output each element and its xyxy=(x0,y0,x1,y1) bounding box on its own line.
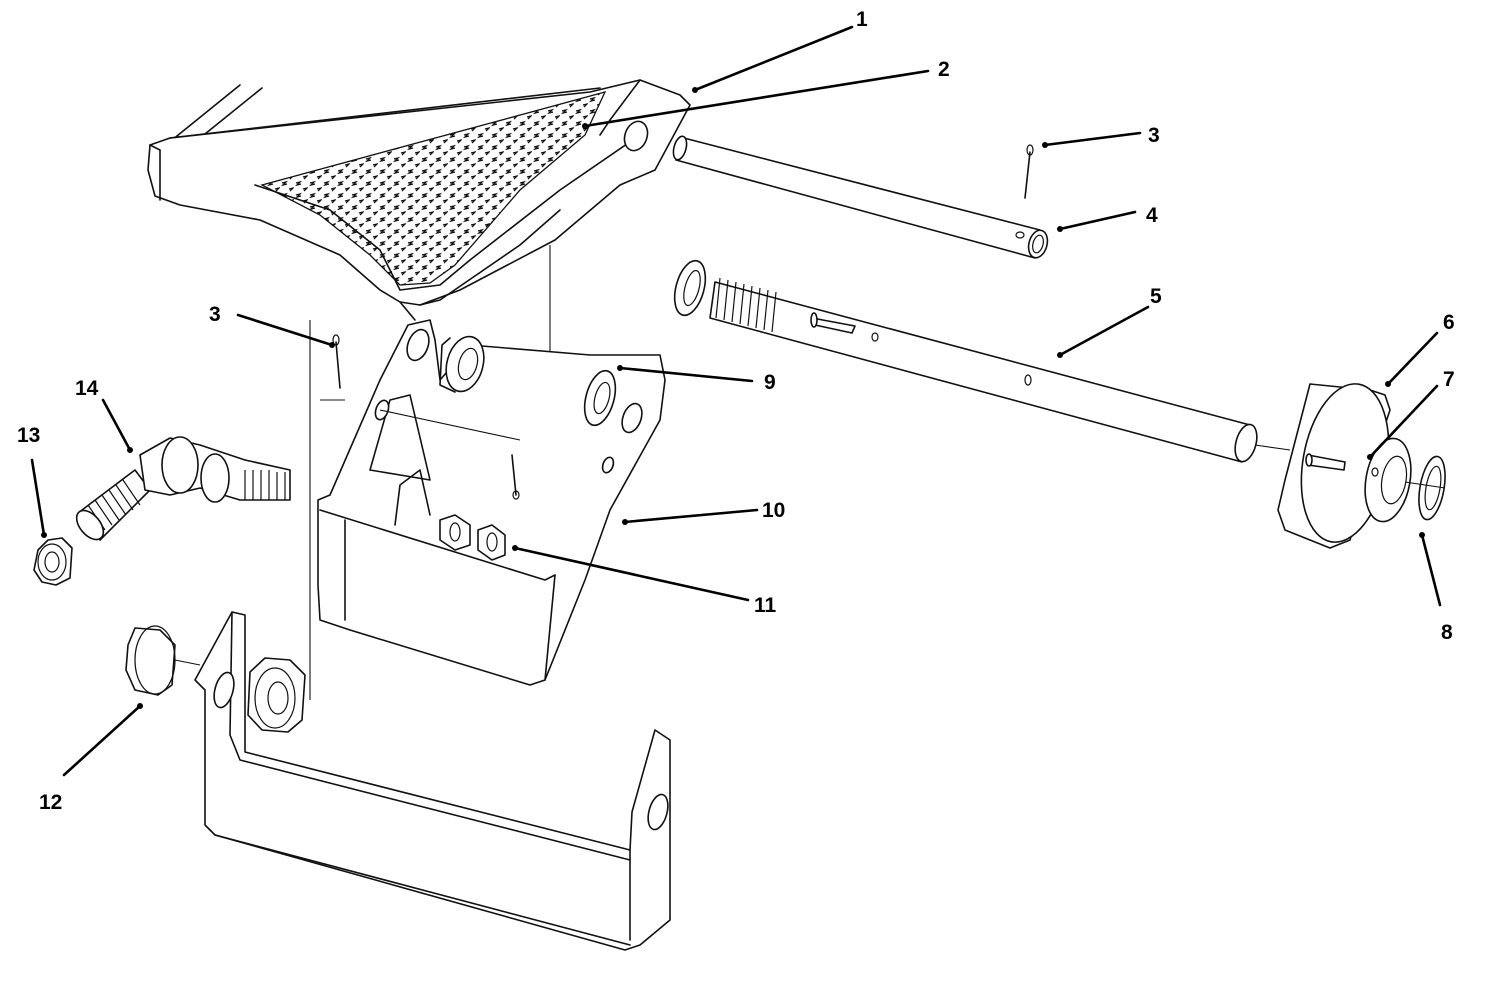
callout-2: 2 xyxy=(938,58,950,81)
callout-leaders xyxy=(30,25,1442,777)
upper-pin xyxy=(672,135,1049,259)
callout-4: 4 xyxy=(1146,204,1158,227)
bushings xyxy=(439,335,617,427)
pedal-assembly xyxy=(147,79,691,321)
stud-threads xyxy=(244,470,286,500)
callout-7: 7 xyxy=(1443,368,1455,391)
callout-6: 6 xyxy=(1443,311,1455,334)
callout-12: 12 xyxy=(39,791,62,814)
callout-3-upper: 3 xyxy=(1148,124,1160,147)
shaft-washer xyxy=(673,259,707,317)
shaft-threads xyxy=(715,277,777,333)
pedal-bracket xyxy=(309,245,666,700)
callout-13: 13 xyxy=(17,424,40,447)
hub-assembly xyxy=(1277,383,1446,549)
cotter-pin-upper xyxy=(1024,144,1034,199)
tread-plate xyxy=(260,91,607,286)
callout-1: 1 xyxy=(856,8,868,31)
callout-8: 8 xyxy=(1441,621,1453,644)
lower-u-bracket xyxy=(125,611,671,951)
threaded-shaft xyxy=(709,277,1291,463)
callout-10: 10 xyxy=(762,499,785,522)
callout-11: 11 xyxy=(754,594,777,617)
callout-14: 14 xyxy=(75,377,99,400)
rod-end xyxy=(75,436,291,541)
cotter-pin-lower xyxy=(320,334,520,500)
callout-labels: 1 2 3 4 5 6 7 3 9 10 11 8 13 14 12 xyxy=(17,8,1455,814)
callout-9: 9 xyxy=(764,371,776,394)
callout-5: 5 xyxy=(1150,285,1162,308)
lock-nut xyxy=(33,537,73,586)
callout-3-lower: 3 xyxy=(209,303,221,326)
